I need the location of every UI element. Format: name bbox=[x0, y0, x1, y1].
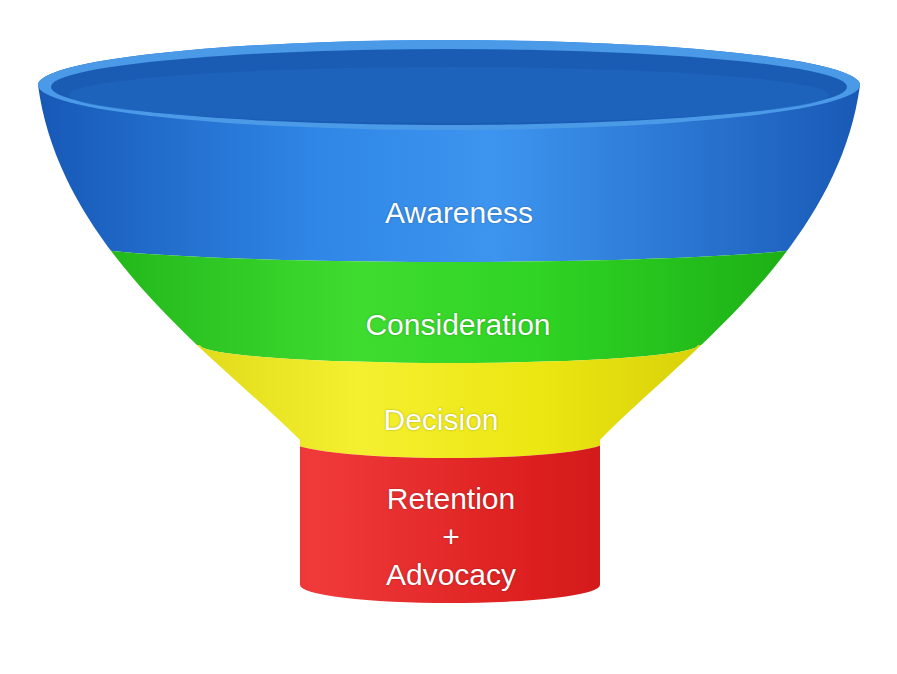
band-fill bbox=[0, 345, 897, 458]
band-fill bbox=[0, 440, 897, 640]
funnel-opening-shade bbox=[69, 67, 829, 123]
stage-label: Retention + Advocacy bbox=[376, 480, 526, 594]
stage-label: Awareness bbox=[385, 194, 533, 232]
funnel-band: Decision bbox=[200, 345, 698, 465]
funnel-band: Retention + Advocacy bbox=[290, 440, 610, 605]
funnel-rim bbox=[38, 40, 860, 130]
stage-label: Decision bbox=[383, 401, 498, 439]
funnel-band: Consideration bbox=[60, 240, 838, 365]
band-fill bbox=[0, 240, 897, 363]
funnel-band: Awareness bbox=[38, 40, 860, 265]
band-fill bbox=[0, 0, 897, 262]
stage-label: Consideration bbox=[365, 306, 550, 344]
band-shape bbox=[60, 240, 838, 365]
funnel-opening bbox=[51, 49, 847, 125]
band-shape bbox=[38, 40, 860, 265]
